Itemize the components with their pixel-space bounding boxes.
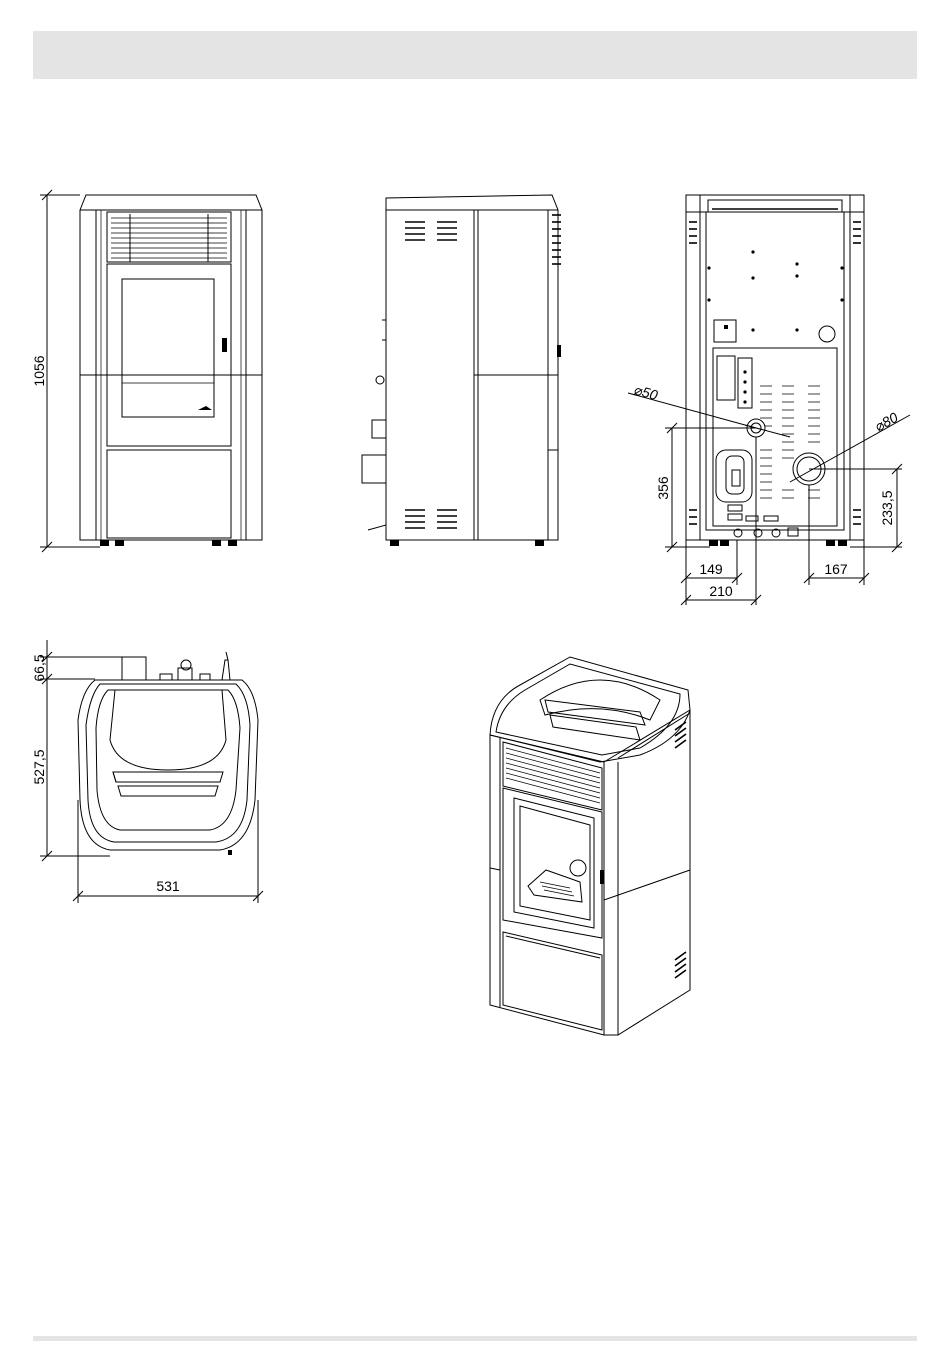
front-grille [111, 214, 227, 262]
rear-pipe-large-diameter-label: ⌀80 [872, 409, 901, 435]
rear-pipe-small-diameter-label: ⌀50 [632, 381, 660, 403]
footer-band [33, 1336, 917, 1341]
top-depth-back-label: 66,5 [31, 654, 47, 681]
perspective-side-vents [675, 722, 686, 978]
rear-right-vents [853, 222, 861, 524]
rear-left-vents [689, 222, 697, 524]
top-width-label: 531 [156, 878, 180, 894]
side-vents-top [405, 222, 457, 240]
side-edge-vents [552, 215, 561, 264]
rear-dimensions: ⌀50 ⌀80 356 233,5 149 210 [628, 381, 910, 605]
top-depth-main-label: 527,5 [31, 749, 47, 784]
rear-view [686, 195, 864, 546]
perspective-view [490, 657, 690, 1035]
side-view [362, 195, 561, 546]
rear-offset-left-label: 149 [699, 561, 723, 577]
side-vents-bottom [405, 510, 457, 528]
perspective-grille [506, 748, 600, 803]
rear-small-pipe-height-label: 356 [655, 476, 671, 500]
rear-large-pipe-height-label: 233,5 [879, 490, 895, 525]
top-view [78, 652, 258, 855]
rear-offset-right-label: 167 [824, 561, 848, 577]
front-height-dimension: 1056 [31, 190, 100, 552]
rear-offset-left-total-label: 210 [709, 583, 733, 599]
front-view [80, 195, 262, 546]
front-height-label: 1056 [31, 355, 47, 386]
